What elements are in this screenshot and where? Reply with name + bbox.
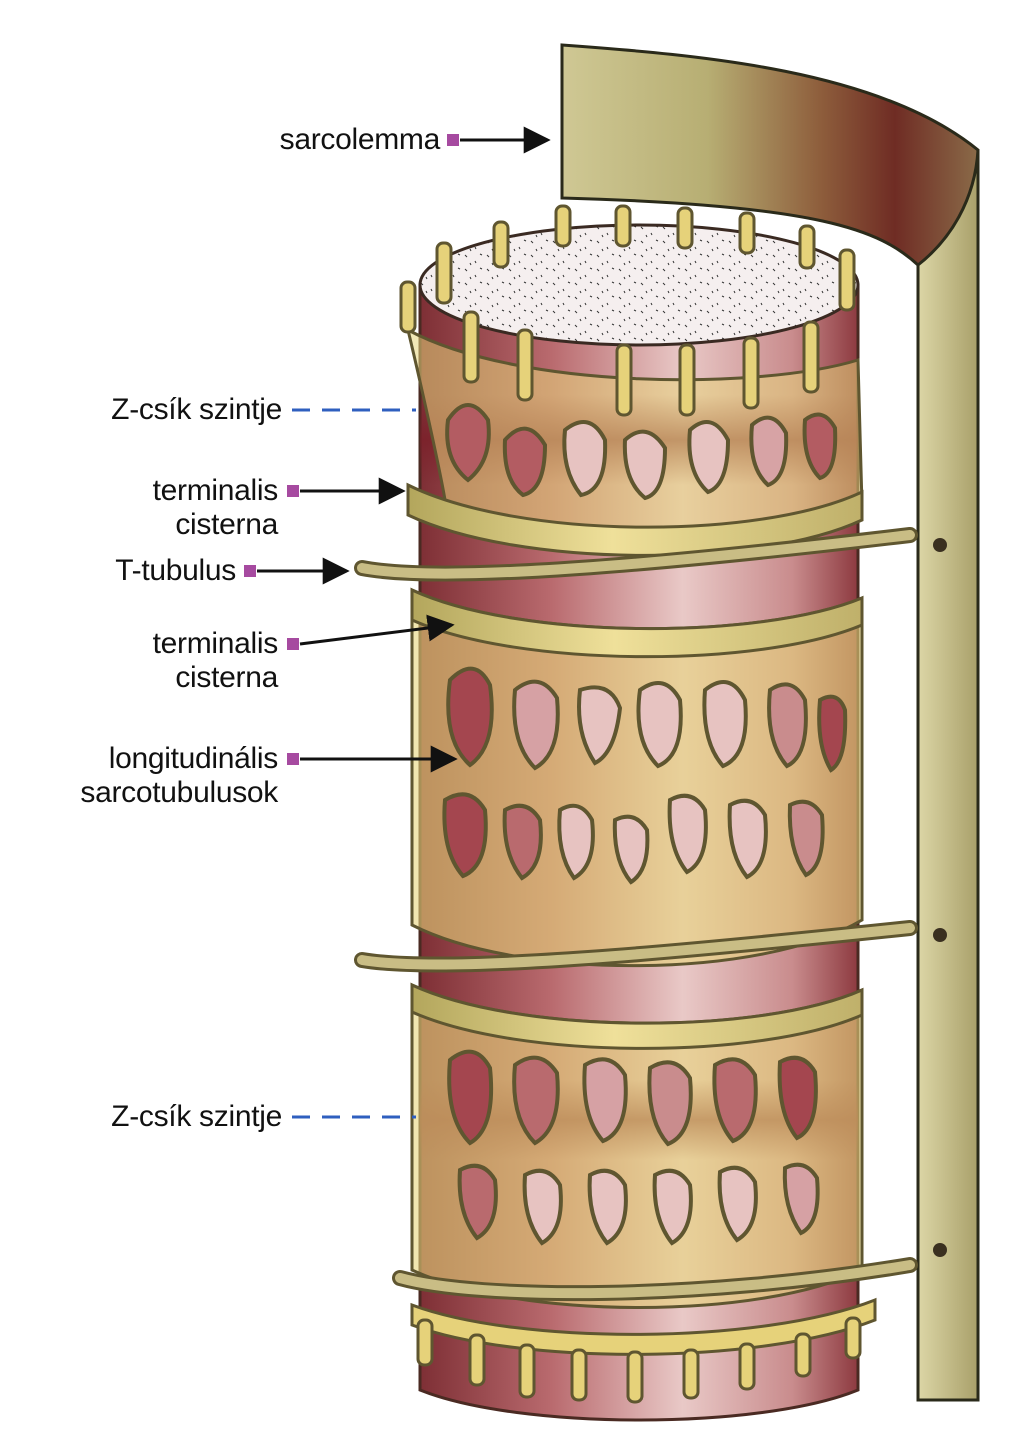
pointer-t-tubule: [244, 557, 350, 585]
label-longitudinal-line1: longitudinális: [108, 742, 279, 775]
label-sarcolemma: sarcolemma: [279, 123, 441, 156]
label-longitudinal-line2: sarcotubulusok: [80, 776, 278, 809]
label-terminal-cistern-1-line1: terminalis: [152, 474, 279, 507]
label-t-tubule: T-tubulus: [115, 554, 236, 587]
label-longitudinal: longitudinális sarcotubulusok: [30, 742, 278, 810]
sarcoplasmic-reticulum-bottom: [410, 982, 864, 1309]
sarcolemma-sheet: [560, 43, 980, 1402]
pointer-terminal-cistern-1: [287, 477, 406, 505]
label-z-band-top: Z-csík szintje: [111, 393, 282, 426]
label-z-band-bottom: Z-csík szintje: [111, 1100, 282, 1133]
sarcoplasmic-reticulum-top: [399, 204, 864, 557]
label-terminal-cistern-2-line2: cisterna: [175, 661, 278, 694]
pore-icon: [933, 538, 947, 552]
pointer-longitudinal: [287, 745, 458, 773]
reticulum-bottom-stubs: [410, 1297, 877, 1404]
pore-icon: [933, 1243, 947, 1257]
pointer-sarcolemma: [447, 126, 551, 154]
label-terminal-cistern-2-line1: terminalis: [152, 627, 279, 660]
sarcoplasmic-reticulum-middle: [410, 587, 864, 968]
pointer-terminal-cistern-2: [287, 614, 455, 650]
label-terminal-cistern-1-line2: cisterna: [175, 508, 278, 541]
label-terminal-cistern-2: terminalis cisterna: [40, 627, 279, 695]
label-terminal-cistern-1: terminalis cisterna: [40, 474, 279, 542]
pore-icon: [933, 928, 947, 942]
cross-section-surface: [418, 223, 860, 347]
